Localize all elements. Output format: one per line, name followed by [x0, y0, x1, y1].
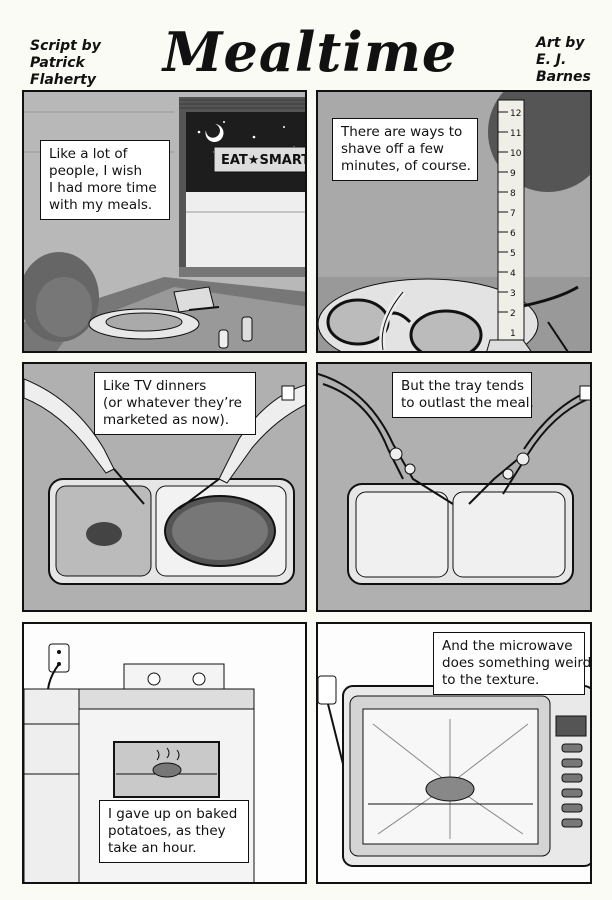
caption-line: people, I wish [49, 163, 142, 179]
ruler-number: 10 [510, 149, 522, 159]
script-credit-line: Patrick [30, 55, 85, 71]
panel-5-caption: I gave up on baked potatoes, as they tak… [99, 800, 249, 863]
caption-line: But the tray tends [401, 378, 525, 394]
panel-1-art: EAT★SMART [24, 92, 307, 351]
panel-5-oven: I gave up on baked potatoes, as they tak… [22, 622, 307, 884]
panel-4-skeleton-hands: But the tray tends to outlast the meal. [316, 362, 592, 612]
panel-4-art [318, 364, 590, 610]
art-credit-line: Barnes [536, 69, 591, 85]
ruler-number: 1 [510, 329, 516, 339]
panel-1-restaurant: EAT★SMART Like a lot of people, I wish I… [22, 90, 307, 353]
script-credit: Script by Patrick Flaherty [30, 38, 101, 89]
script-credit-line: Script by [30, 38, 101, 54]
art-credit: Art by E. J. Barnes [536, 35, 591, 86]
panel-3-tv-dinner: Like TV dinners (or whatever they’re mar… [22, 362, 307, 612]
caption-line: minutes, of course. [341, 158, 471, 174]
caption-line: And the microwave [442, 638, 573, 654]
caption-line: potatoes, as they [108, 823, 226, 839]
ruler-numbers: 12 11 10 9 8 7 6 5 4 3 2 1 [510, 109, 522, 339]
panel-2-ruler: 12 11 10 9 8 7 6 5 4 3 2 1 There are way… [316, 90, 592, 353]
caption-line: to the texture. [442, 672, 540, 688]
caption-line: (or whatever they’re [103, 395, 242, 411]
panel-4-caption: But the tray tends to outlast the meal. [392, 372, 534, 418]
caption-line: Like TV dinners [103, 378, 207, 394]
panel-1-caption: Like a lot of people, I wish I had more … [40, 140, 170, 220]
caption-line: to outlast the meal. [401, 395, 534, 411]
caption-line: I gave up on baked [108, 806, 238, 822]
caption-line: There are ways to [341, 124, 463, 140]
caption-line: with my meals. [49, 197, 153, 213]
script-credit-line: Flaherty [30, 72, 96, 88]
panel-6-caption: And the microwave does something weird t… [433, 632, 592, 695]
ruler-number: 12 [510, 109, 521, 119]
ruler-number: 11 [510, 129, 521, 139]
caption-line: shave off a few [341, 141, 444, 157]
panel-6-microwave: And the microwave does something weird t… [316, 622, 592, 884]
caption-line: does something weird [442, 655, 592, 671]
ruler-number: 7 [510, 209, 516, 219]
art-credit-line: Art by [536, 35, 585, 51]
panel-3-caption: Like TV dinners (or whatever they’re mar… [94, 372, 256, 435]
ruler-ticks [498, 111, 508, 313]
caption-line: marketed as now). [103, 412, 230, 428]
caption-line: Like a lot of [49, 146, 128, 162]
ruler-number: 2 [510, 309, 516, 319]
ruler-number: 6 [510, 229, 516, 239]
ruler-number: 4 [510, 269, 516, 279]
comic-title: Mealtime [162, 20, 458, 84]
eat-smart-sign: EAT★SMART [221, 153, 307, 168]
ruler-number: 8 [510, 189, 516, 199]
ruler-number: 9 [510, 169, 516, 179]
caption-line: I had more time [49, 180, 157, 196]
art-credit-line: E. J. [536, 52, 567, 68]
caption-line: take an hour. [108, 840, 197, 856]
panel-2-caption: There are ways to shave off a few minute… [332, 118, 478, 181]
ruler-number: 5 [510, 249, 516, 259]
ruler-number: 3 [510, 289, 516, 299]
